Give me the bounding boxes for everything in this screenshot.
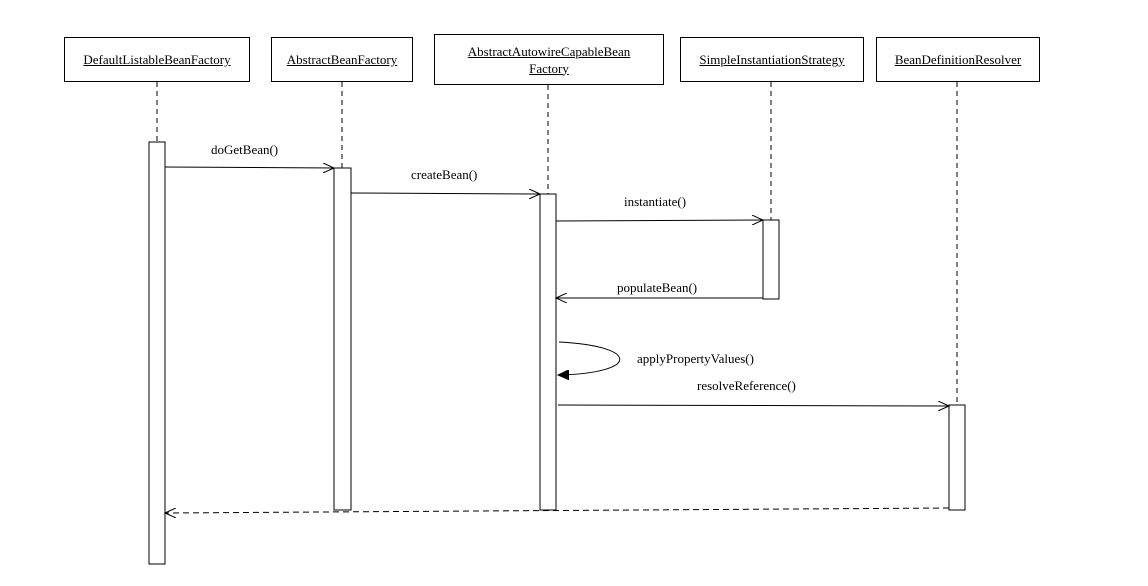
participant-sis: SimpleInstantiationStrategy bbox=[680, 37, 864, 82]
message-label-instantiate: instantiate() bbox=[624, 194, 687, 209]
return-arrow bbox=[165, 507, 950, 513]
message-arrow-createBean bbox=[350, 193, 540, 194]
participant-bdr-label: BeanDefinitionResolver bbox=[894, 52, 1022, 67]
message-label-applyPropertyValues: applyPropertyValues() bbox=[637, 351, 754, 366]
message-label-doGetBean: doGetBean() bbox=[211, 142, 279, 157]
activation-dlbf bbox=[148, 141, 166, 565]
message-arrow-resolveReference bbox=[557, 405, 949, 406]
message-label-createBean: createBean() bbox=[411, 167, 478, 182]
message-label-populateBean: populateBean() bbox=[617, 280, 698, 295]
activation-aacbf bbox=[539, 193, 557, 511]
participant-abf: AbstractBeanFactory bbox=[271, 37, 413, 82]
message-arrow-applyPropertyValues bbox=[559, 341, 621, 375]
activation-bdr bbox=[948, 404, 966, 511]
message-label-resolveReference: resolveReference() bbox=[697, 378, 796, 393]
participant-abf-label: AbstractBeanFactory bbox=[286, 52, 398, 67]
participant-sis-label: SimpleInstantiationStrategy bbox=[699, 52, 845, 67]
activation-sis bbox=[762, 219, 780, 300]
participant-aacbf-label-line1: AbstractAutowireCapableBean bbox=[467, 43, 631, 59]
participant-dlbf-label: DefaultListableBeanFactory bbox=[83, 52, 231, 67]
message-arrow-instantiate bbox=[555, 220, 763, 221]
participant-aacbf-label-line2: Factory bbox=[529, 60, 569, 76]
participant-aacbf: AbstractAutowireCapableBean Factory bbox=[434, 34, 664, 85]
participant-dlbf: DefaultListableBeanFactory bbox=[64, 37, 250, 82]
participant-bdr: BeanDefinitionResolver bbox=[876, 37, 1040, 82]
activation-abf bbox=[333, 167, 352, 511]
message-arrow-doGetBean bbox=[164, 167, 334, 168]
